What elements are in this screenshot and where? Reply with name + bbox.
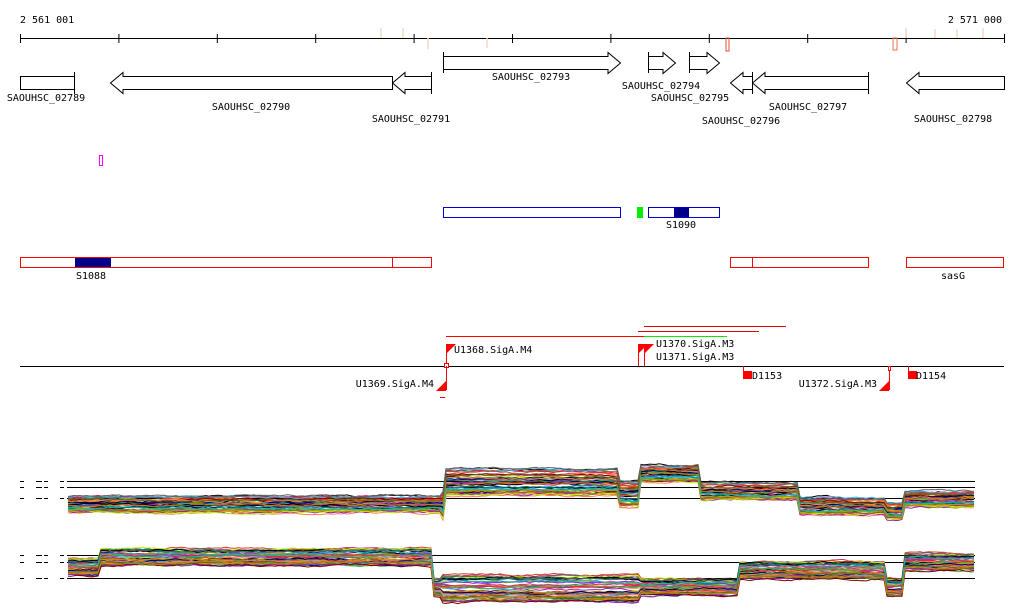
gene-track xyxy=(20,51,1005,95)
gene-label: SAOUHSC_02791 xyxy=(372,114,450,125)
expression-panel-minus xyxy=(20,546,975,605)
segment-box[interactable] xyxy=(392,257,432,268)
segment-box[interactable] xyxy=(752,257,869,268)
feature-label: U1368.SigA.M4 xyxy=(454,345,532,356)
gene-label: SAOUHSC_02790 xyxy=(212,102,290,113)
gene-label: SAOUHSC_02793 xyxy=(492,72,570,83)
regulatory-features: U1368.SigA.M4 U1369.SigA.M4 U1370.SigA.M… xyxy=(20,339,1004,398)
segment-box-green[interactable] xyxy=(637,207,643,218)
promoter-u1371[interactable]: U1371.SigA.M3 xyxy=(644,344,734,366)
gene-saouhsc-02795[interactable] xyxy=(689,51,721,75)
gene-saouhsc-02797[interactable] xyxy=(751,71,869,95)
feature-label: U1370.SigA.M3 xyxy=(656,339,734,350)
coordinate-axis: 2 561 001 2 571 000 xyxy=(20,15,1005,52)
segment-highlight xyxy=(674,208,689,217)
expression-trace xyxy=(67,468,975,509)
gene-labels: SAOUHSC_02789 SAOUHSC_02790 SAOUHSC_0279… xyxy=(7,72,992,127)
expression-trace xyxy=(67,474,975,516)
feature-label: U1369.SigA.M4 xyxy=(356,379,434,390)
gene-label: SAOUHSC_02797 xyxy=(769,102,847,113)
expression-trace xyxy=(67,463,975,507)
axis-mark-box xyxy=(725,37,730,52)
segment-highlight xyxy=(75,258,111,267)
gene-saouhsc-02794[interactable] xyxy=(648,51,677,75)
expression-trace xyxy=(67,546,974,582)
axis-end-label: 2 571 000 xyxy=(948,15,1002,26)
segment-label-sasg: sasG xyxy=(941,271,965,282)
expression-trace xyxy=(67,553,974,590)
axis-mark-box xyxy=(892,37,898,51)
expression-trace xyxy=(67,468,974,512)
feature-label: D1154 xyxy=(916,371,946,382)
promoter-u1372[interactable]: U1372.SigA.M3 xyxy=(799,366,891,392)
gene-saouhsc-02793[interactable] xyxy=(443,51,622,75)
segment-label-s1088: S1088 xyxy=(76,271,106,282)
gene-label: SAOUHSC_02794 xyxy=(622,81,700,92)
segment-box[interactable] xyxy=(730,257,753,268)
segment-label-s1090: S1090 xyxy=(666,220,696,231)
gene-saouhsc-02790[interactable] xyxy=(109,71,393,95)
segment-sasg[interactable] xyxy=(906,257,1004,268)
terminator-d1154[interactable]: D1154 xyxy=(908,366,946,382)
expression-panel-plus xyxy=(20,463,975,522)
expression-trace xyxy=(67,479,975,520)
gene-saouhsc-02796[interactable] xyxy=(729,71,753,95)
expression-trace xyxy=(67,553,975,590)
expression-trace xyxy=(67,550,975,586)
plus-strand-segments: S1090 xyxy=(443,207,720,231)
expression-trace xyxy=(68,560,975,601)
segment-box[interactable] xyxy=(443,207,621,218)
expression-trace xyxy=(67,464,974,505)
transcript-lines xyxy=(446,326,786,337)
promoter-u1369[interactable]: U1369.SigA.M4 xyxy=(356,366,447,398)
gene-label: SAOUHSC_02789 xyxy=(7,93,85,104)
terminator-d1153[interactable]: D1153 xyxy=(743,366,782,382)
gene-saouhsc-02798[interactable] xyxy=(905,71,1005,95)
axis-start-label: 2 561 001 xyxy=(20,15,74,26)
expression-trace xyxy=(68,562,975,605)
axis-marks xyxy=(380,28,984,49)
gene-saouhsc-02789[interactable] xyxy=(20,72,75,94)
gene-label: SAOUHSC_02798 xyxy=(914,114,992,125)
expression-trace xyxy=(67,467,975,509)
gene-label: SAOUHSC_02795 xyxy=(651,93,729,104)
gene-saouhsc-02791[interactable] xyxy=(391,71,432,95)
promoter-u1368[interactable]: U1368.SigA.M4 xyxy=(446,344,532,366)
expression-trace xyxy=(67,546,975,581)
feature-label: U1371.SigA.M3 xyxy=(656,352,734,363)
feature-marker[interactable] xyxy=(99,155,103,166)
feature-label: D1153 xyxy=(752,371,782,382)
feature-label: U1372.SigA.M3 xyxy=(799,379,877,390)
expression-trace xyxy=(67,472,975,513)
gene-label: SAOUHSC_02796 xyxy=(702,116,780,127)
expression-trace xyxy=(67,478,975,518)
minus-strand-segments: S1088 sasG xyxy=(20,257,1004,282)
expression-trace xyxy=(67,548,975,584)
